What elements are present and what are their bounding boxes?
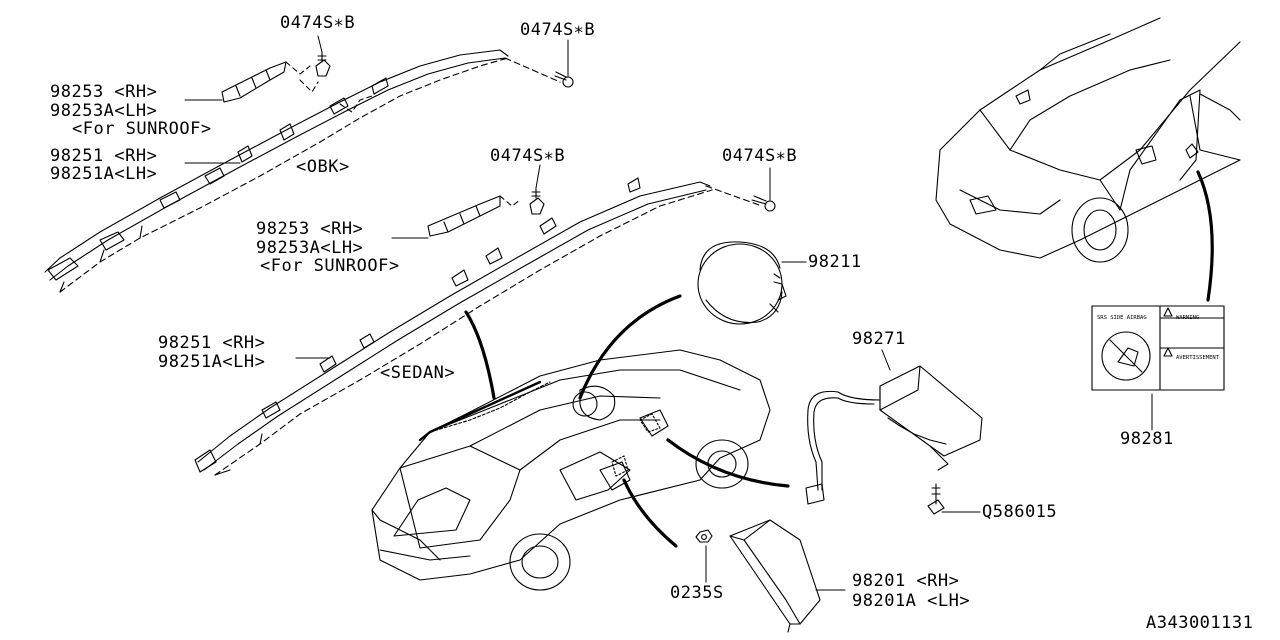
passenger-bolt-label: Q586015 — [982, 502, 1058, 522]
leader-lines — [184, 35, 1153, 591]
sedan-car-illustration — [371, 349, 771, 591]
bolt-obk-right-label: 0474S∗B — [520, 20, 596, 40]
sunroof-bracket-obk[interactable] — [221, 61, 319, 103]
obk-curtain-lh-label: 98251A<LH> — [50, 164, 158, 184]
bolt-obk-left-label: 0474S∗B — [280, 13, 356, 33]
bolt-obk-left[interactable] — [315, 51, 331, 77]
obk-curtain-rh-label: 98251 <RH> — [50, 146, 158, 166]
warning-label-title: SRS SIDE AIRBAG — [1097, 315, 1147, 321]
warning-label-part-number: 98281 — [1120, 429, 1174, 449]
sedan-bracket-lh-label: 98253A<LH> — [256, 238, 364, 258]
warning-label[interactable] — [1091, 305, 1225, 391]
warning-label-warning: WARNING — [1176, 315, 1200, 321]
bolt-passenger-airbag[interactable] — [927, 483, 945, 515]
sedan-variant-label: <SEDAN> — [380, 363, 456, 383]
bolt-obk-right[interactable] — [554, 71, 574, 88]
sunroof-bracket-sedan[interactable] — [427, 195, 521, 237]
passenger-airbag-label: 98271 — [852, 329, 906, 349]
bolt-sedan-left[interactable] — [529, 187, 545, 215]
nut-side-airbag[interactable] — [695, 529, 713, 543]
curtain-airbag-sedan[interactable] — [194, 177, 763, 476]
driver-airbag[interactable] — [697, 241, 787, 325]
obk-bracket-lh-label: 98253A<LH> — [50, 101, 158, 121]
driver-airbag-label: 98211 — [808, 252, 862, 272]
curtain-airbag-obk[interactable] — [44, 49, 561, 293]
sedan-curtain-rh-label: 98251 <RH> — [158, 333, 266, 353]
nut-label: 0235S — [670, 583, 724, 603]
sedan-curtain-lh-label: 98251A<LH> — [158, 352, 266, 372]
obk-bracket-rh-label: 98253 <RH> — [50, 82, 158, 102]
bolt-sedan-right-label: 0474S∗B — [722, 146, 798, 166]
obk-sunroof-label: <For SUNROOF> — [72, 119, 212, 139]
side-airbag[interactable] — [729, 519, 821, 633]
passenger-airbag[interactable] — [805, 365, 983, 505]
bolt-sedan-right[interactable] — [751, 195, 776, 212]
obk-variant-label: <OBK> — [296, 157, 350, 177]
sedan-bracket-rh-label: 98253 <RH> — [256, 219, 364, 239]
side-airbag-lh-label: 98201A <LH> — [852, 591, 971, 611]
warning-label-avertissement: AVERTISSEMENT — [1176, 355, 1220, 361]
side-airbag-rh-label: 98201 <RH> — [852, 571, 960, 591]
outback-car-illustration — [935, 17, 1241, 263]
bolt-sedan-left-label: 0474S∗B — [490, 146, 566, 166]
sedan-sunroof-label: <For SUNROOF> — [260, 256, 400, 276]
diagram-code: A343001131 — [1146, 613, 1254, 633]
indicator-arrows — [464, 170, 1214, 548]
